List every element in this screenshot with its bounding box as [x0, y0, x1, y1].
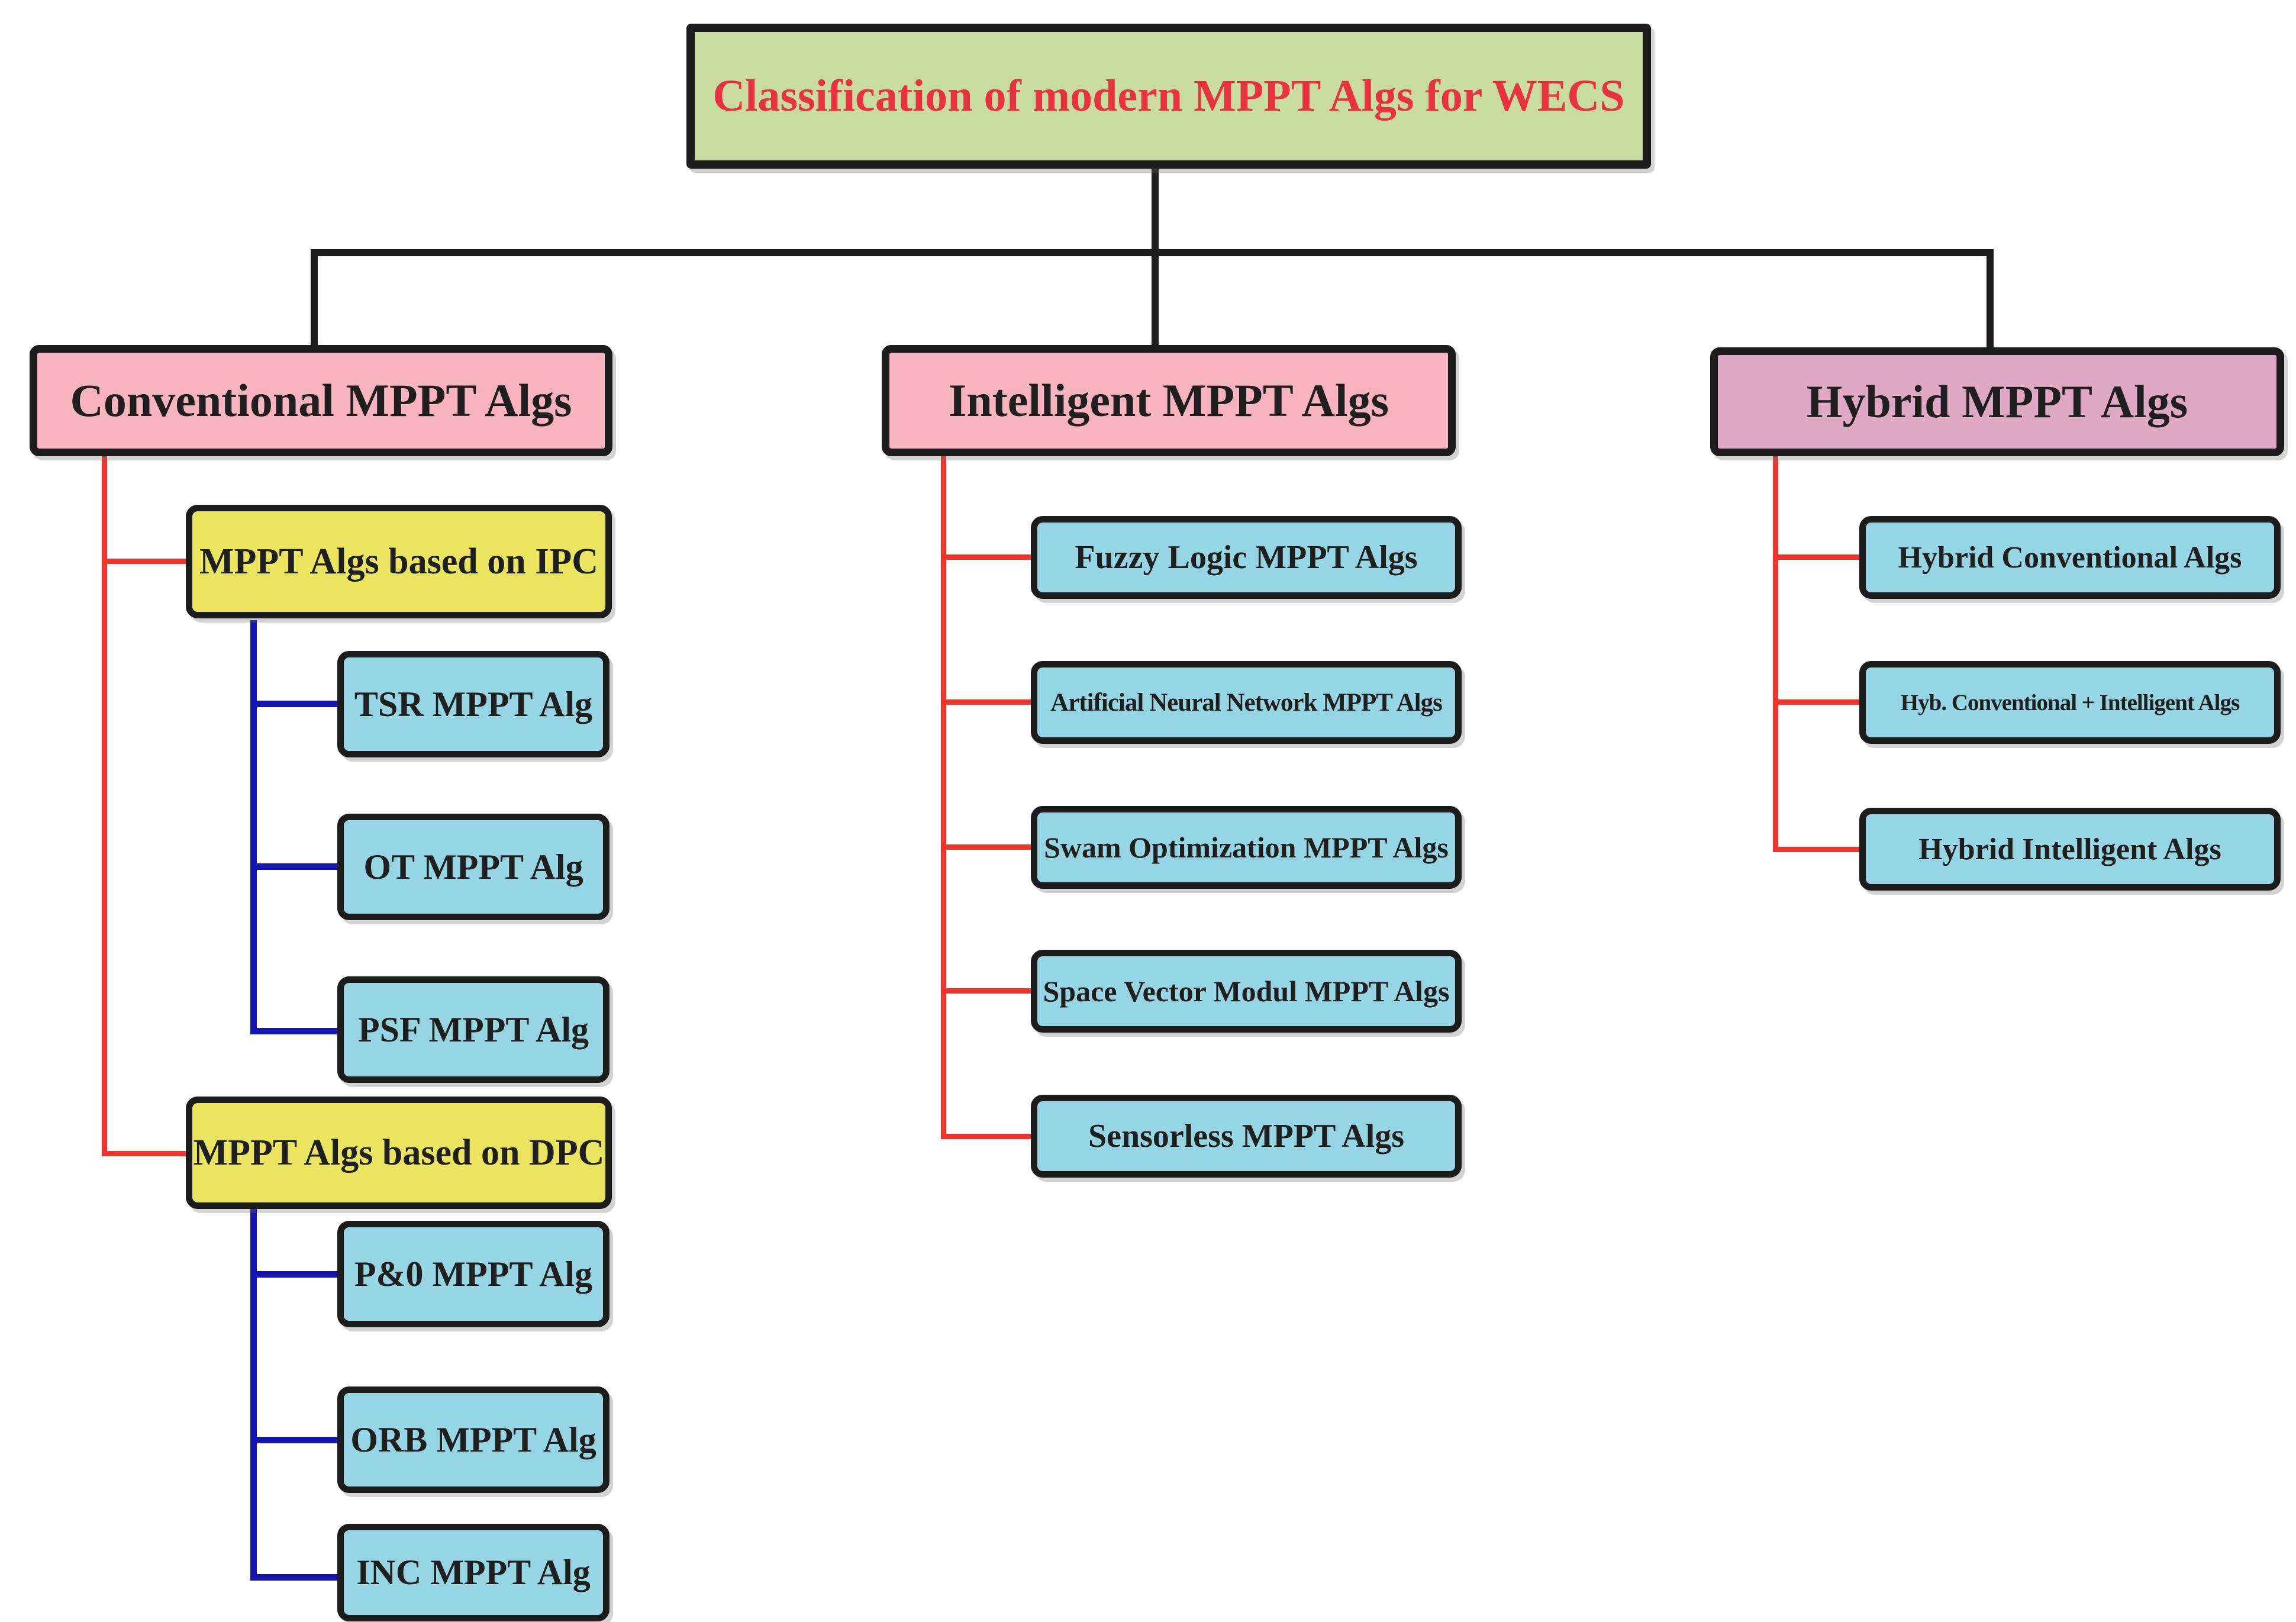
- connector-stub-sensorless: [941, 1134, 1031, 1139]
- node-swam-label: Swam Optimization MPPT Algs: [1044, 831, 1449, 864]
- node-swam: Swam Optimization MPPT Algs: [1031, 806, 1462, 889]
- node-hybrid: Hybrid MPPT Algs: [1710, 347, 2284, 456]
- connector-stub-hyb-int: [1773, 847, 1859, 852]
- node-orb-label: ORB MPPT Alg: [350, 1420, 596, 1459]
- connector-hybrid-trunk: [1773, 454, 1778, 852]
- connector-drop-intelligent: [1152, 249, 1159, 345]
- connector-stub-ipc: [102, 559, 188, 564]
- node-ipc-label: MPPT Algs based on IPC: [199, 541, 599, 582]
- node-ot-label: OT MPPT Alg: [363, 847, 583, 886]
- node-svm: Space Vector Modul MPPT Algs: [1031, 950, 1462, 1033]
- node-hyb-conv-int-label: Hyb. Conventional + Intelligent Algs: [1900, 689, 2240, 715]
- node-fuzzy: Fuzzy Logic MPPT Algs: [1031, 516, 1462, 599]
- connector-stub-psf: [250, 1028, 339, 1034]
- node-hyb-int: Hybrid Intelligent Algs: [1859, 808, 2281, 891]
- connector-stub-ann: [941, 699, 1031, 705]
- node-tsr-label: TSR MPPT Alg: [354, 684, 593, 724]
- connector-stub-hyb-conv-int: [1773, 699, 1859, 705]
- connector-stub-orb: [250, 1437, 339, 1443]
- node-intelligent: Intelligent MPPT Algs: [882, 345, 1456, 456]
- node-dpc: MPPT Algs based on DPC: [186, 1097, 612, 1209]
- connector-title-drop: [1152, 167, 1159, 254]
- connector-stub-hyb-conv: [1773, 554, 1859, 560]
- node-psf-label: PSF MPPT Alg: [358, 1010, 589, 1049]
- connector-stub-tsr: [250, 701, 339, 707]
- connector-conventional-trunk: [102, 454, 107, 1156]
- node-conventional-label: Conventional MPPT Algs: [70, 375, 572, 426]
- node-ann: Artificial Neural Network MPPT Algs: [1031, 661, 1462, 744]
- connector-ipc-trunk: [250, 620, 257, 1034]
- node-inc: INC MPPT Alg: [337, 1524, 610, 1621]
- node-dpc-label: MPPT Algs based on DPC: [193, 1132, 605, 1173]
- connector-stub-po: [250, 1271, 339, 1278]
- node-orb: ORB MPPT Alg: [337, 1386, 610, 1493]
- node-title: Classification of modern MPPT Algs for W…: [686, 24, 1651, 169]
- connector-drop-conventional: [311, 249, 318, 345]
- node-ann-label: Artificial Neural Network MPPT Algs: [1050, 688, 1443, 717]
- node-hyb-int-label: Hybrid Intelligent Algs: [1918, 832, 2221, 866]
- connector-dpc-trunk: [250, 1209, 257, 1581]
- connector-stub-svm: [941, 988, 1031, 994]
- node-sensorless-label: Sensorless MPPT Algs: [1088, 1118, 1405, 1155]
- node-po-label: P&0 MPPT Alg: [354, 1254, 593, 1294]
- node-hybrid-label: Hybrid MPPT Algs: [1806, 376, 2188, 427]
- node-hyb-conv-int: Hyb. Conventional + Intelligent Algs: [1859, 661, 2281, 744]
- connector-stub-fuzzy: [941, 554, 1031, 560]
- connector-stub-swam: [941, 844, 1031, 850]
- node-po: P&0 MPPT Alg: [337, 1221, 610, 1327]
- node-ot: OT MPPT Alg: [337, 814, 610, 920]
- node-svm-label: Space Vector Modul MPPT Algs: [1043, 975, 1450, 1008]
- connector-stub-ot: [250, 863, 339, 870]
- node-tsr: TSR MPPT Alg: [337, 651, 610, 757]
- node-psf: PSF MPPT Alg: [337, 976, 610, 1083]
- connector-intelligent-trunk: [941, 454, 946, 1139]
- connector-stub-inc: [250, 1574, 339, 1581]
- node-hyb-conv: Hybrid Conventional Algs: [1859, 516, 2281, 599]
- node-ipc: MPPT Algs based on IPC: [186, 505, 612, 618]
- connector-drop-hybrid: [1987, 249, 1994, 347]
- node-sensorless: Sensorless MPPT Algs: [1031, 1095, 1462, 1178]
- connector-stub-dpc: [102, 1151, 188, 1156]
- node-conventional: Conventional MPPT Algs: [30, 345, 612, 456]
- node-title-label: Classification of modern MPPT Algs for W…: [712, 71, 1625, 121]
- node-inc-label: INC MPPT Alg: [356, 1553, 591, 1592]
- node-hyb-conv-label: Hybrid Conventional Algs: [1898, 540, 2242, 575]
- node-fuzzy-label: Fuzzy Logic MPPT Algs: [1075, 539, 1418, 576]
- node-intelligent-label: Intelligent MPPT Algs: [949, 375, 1389, 426]
